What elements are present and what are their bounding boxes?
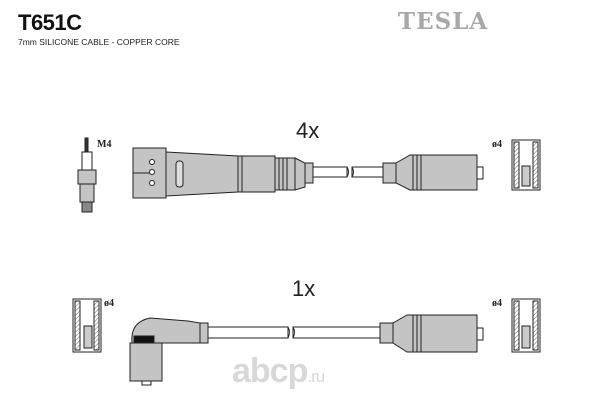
watermark-main: abcp (232, 352, 308, 390)
watermark-suffix: .ru (307, 367, 325, 386)
coil-boot-angled (129, 317, 209, 386)
plug-boot-top (382, 154, 484, 191)
terminal-label-left: ø4 (104, 298, 114, 309)
terminal-label-right: ø4 (492, 298, 502, 309)
cable-bottom (207, 326, 381, 339)
cable-description: 7mm SILICONE CABLE - COPPER CORE (18, 37, 180, 47)
part-number: T651C (18, 10, 82, 35)
spark-plug-icon (77, 137, 97, 213)
plug-boot-bottom (379, 314, 484, 353)
cable-top (312, 166, 384, 178)
coil-boot-straight (132, 147, 314, 199)
terminal-label: ø4 (492, 139, 502, 150)
thread-label: M4 (97, 139, 112, 150)
terminal-cap-icon (511, 298, 541, 353)
quantity-bottom: 1x (292, 276, 316, 301)
terminal-cap-icon (511, 139, 541, 191)
terminal-cap-icon (72, 298, 102, 353)
brand-logo: TESLA (398, 8, 489, 35)
watermark: abcp.ru (232, 352, 325, 391)
quantity-top: 4x (296, 118, 320, 143)
